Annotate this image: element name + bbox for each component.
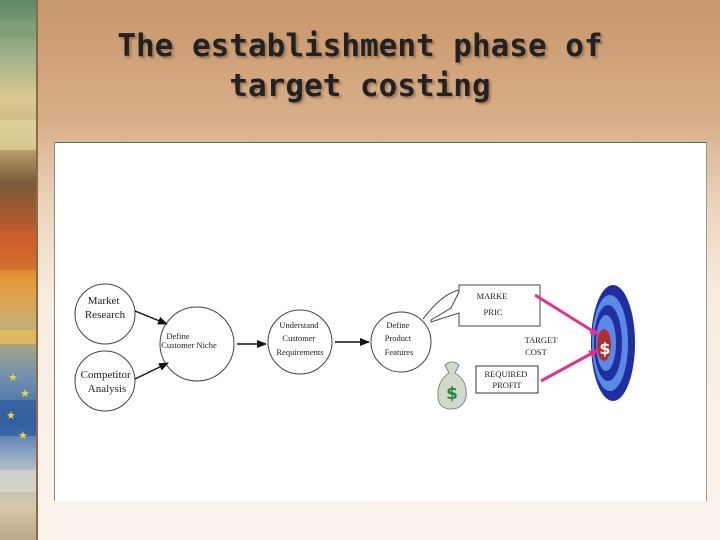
banknote-band xyxy=(0,120,38,150)
banknote-decoration: ★ ★ ★ ★ xyxy=(0,0,38,540)
money-bag-dollar-sign: $ xyxy=(446,384,458,404)
banknote-band xyxy=(0,400,38,436)
define-customer-niche-node xyxy=(159,306,235,382)
star-icon: ★ xyxy=(20,387,30,400)
star-icon: ★ xyxy=(6,409,16,422)
define-product-features-label: Define Product Features xyxy=(385,320,414,357)
arrow-competitor-to-niche xyxy=(134,362,169,380)
diagram-figure: Market Research Competitor Analysis Defi… xyxy=(54,142,707,501)
define-customer-niche-label: Define Customer Niche xyxy=(161,331,217,350)
target-costing-diagram: Market Research Competitor Analysis Defi… xyxy=(74,283,635,412)
arrow-research-to-niche xyxy=(134,310,168,325)
understand-requirements-label: Understand Customer Requirements xyxy=(276,320,323,357)
required-profit-box xyxy=(475,365,539,394)
market-research-label: Market Research xyxy=(85,295,126,321)
banknote-band xyxy=(0,230,38,270)
banknote-band xyxy=(0,20,38,38)
market-price-callout xyxy=(430,284,541,327)
banknote-edge xyxy=(36,0,38,540)
competitor-analysis-node xyxy=(74,350,136,412)
star-icon: ★ xyxy=(18,429,28,442)
banknote-band xyxy=(0,470,38,492)
slide-title: The establishment phase of target costin… xyxy=(117,28,603,104)
arrow-profit-to-target xyxy=(540,348,599,383)
market-price-label: MARKE PRIC xyxy=(477,291,510,317)
understand-requirements-node xyxy=(267,309,333,375)
money-bag-icon: $ xyxy=(437,361,467,410)
banknote-band xyxy=(0,330,38,344)
arrow-price-to-target xyxy=(534,293,600,337)
star-icon: ★ xyxy=(8,371,18,384)
competitor-analysis-label: Competitor Analysis xyxy=(81,369,134,395)
target-cost-label: TARGET COST xyxy=(525,335,560,357)
market-price-connector xyxy=(422,289,460,320)
target-icon: $ xyxy=(591,285,635,401)
target-dollar-sign: $ xyxy=(599,339,610,358)
required-profit-label: REQUIRED PROFIT xyxy=(484,369,529,390)
define-product-features-node xyxy=(370,311,432,373)
market-research-node xyxy=(74,283,136,345)
